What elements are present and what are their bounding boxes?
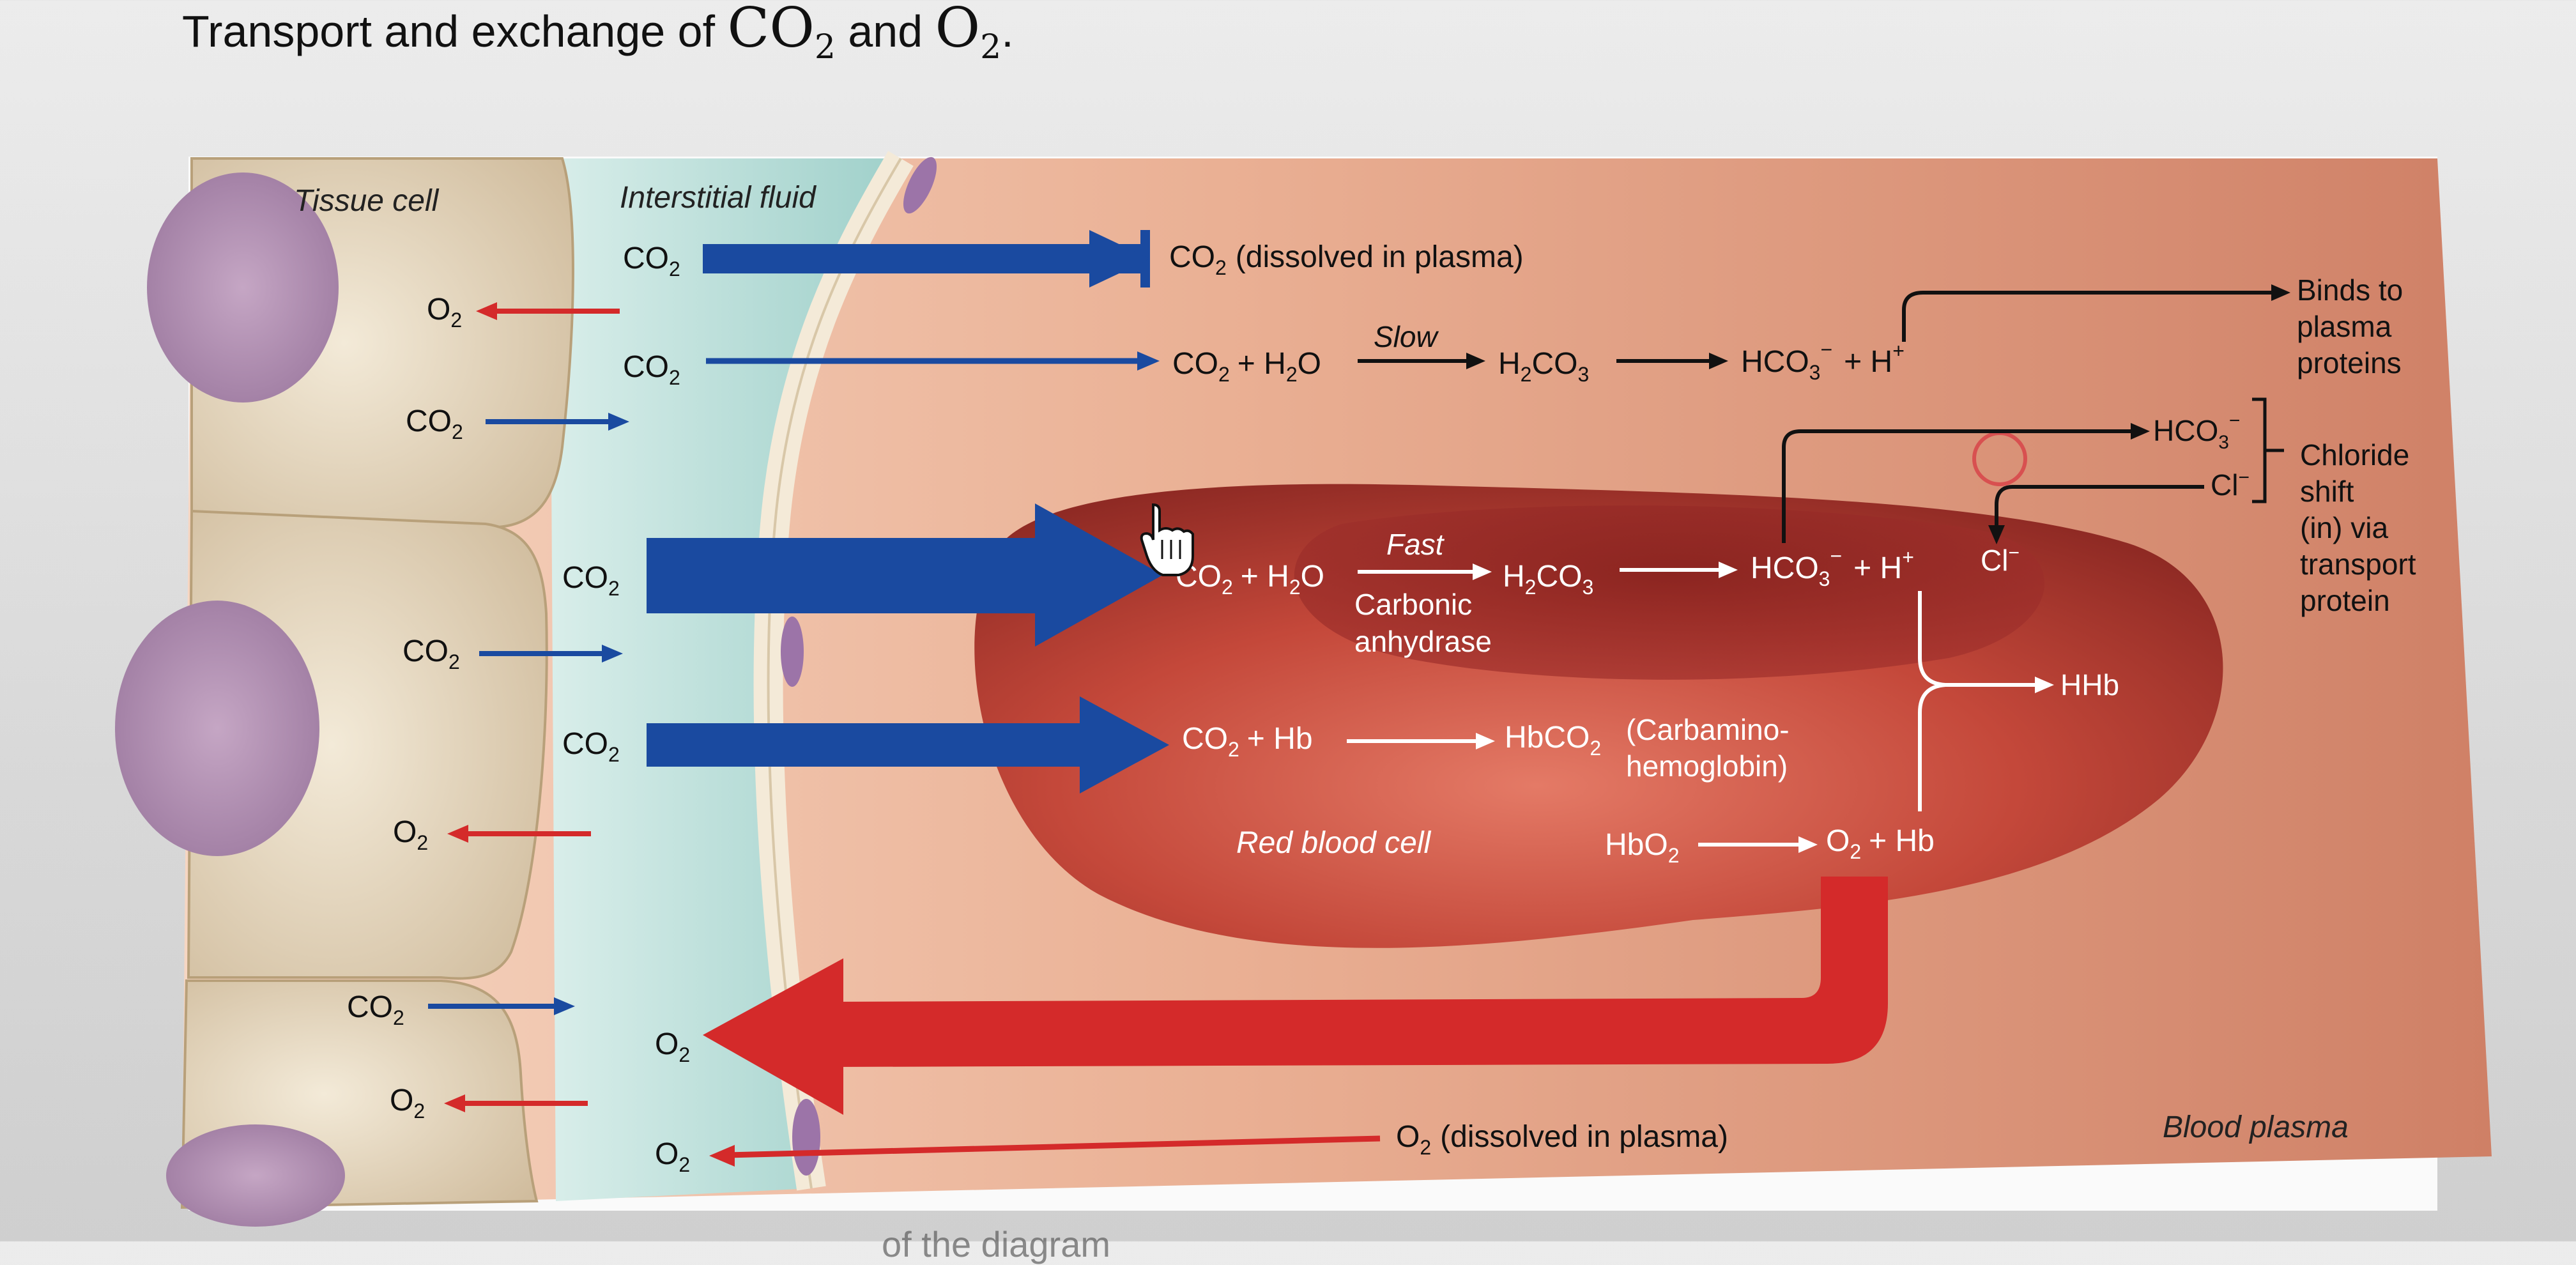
rbc-reactants: CO2+ H2O	[1176, 560, 1324, 599]
plasma-h2co3: H2CO3	[1498, 347, 1589, 386]
rbc-hco3-h: HCO3−+ H+	[1751, 544, 1914, 590]
label-blood-plasma: Blood plasma	[2163, 1110, 2349, 1144]
slow-label: Slow	[1374, 320, 1439, 353]
hbco2-label: HbCO2	[1505, 721, 1601, 760]
small-o2-arrows	[444, 302, 620, 1112]
o2-label: O2	[390, 1084, 425, 1123]
carbonic-anhydrase-label: Carbonic anhydrase	[1354, 588, 1492, 658]
carbamino-label: (Carbamino- hemoglobin)	[1626, 713, 1797, 783]
cl-in: Cl−	[2211, 467, 2250, 502]
binds-plasma-proteins: Binds to plasma proteins	[2297, 273, 2411, 379]
o2-label: O2	[427, 293, 462, 332]
fast-label: Fast	[1386, 528, 1445, 561]
chloride-shift-label: Chloride shift (in) via transport protei…	[2300, 438, 2424, 617]
hhb-label: HHb	[2060, 668, 2119, 702]
arrowhead	[1089, 230, 1150, 288]
plasma-hco3-h: HCO3−+ H+	[1741, 338, 1905, 384]
title-and: and	[848, 6, 923, 56]
co2-label: CO2	[623, 241, 680, 280]
plasma-reactants: CO2+ H2O	[1172, 347, 1321, 386]
label-interstitial-fluid: Interstitial fluid	[620, 181, 816, 215]
nucleus	[147, 172, 339, 402]
chloride-bracket	[2252, 397, 2284, 503]
title-prefix: Transport and exchange of	[182, 6, 716, 56]
co2-label: CO2	[562, 727, 620, 766]
rbc-h2co3: H2CO3	[1503, 560, 1593, 599]
co2-label: CO2	[562, 561, 620, 600]
label-tissue-cell: Tissue cell	[294, 184, 440, 218]
arrowhead	[1137, 351, 1160, 371]
o2-arrow-hemoglobin	[703, 877, 1888, 1115]
o2-dissolved-label: O2(dissolved in plasma)	[1396, 1120, 1728, 1159]
co2-label: CO2	[406, 404, 463, 443]
co2-label: CO2	[347, 990, 404, 1029]
o2-label: O2	[393, 815, 428, 854]
o2-hb-label: O2+ Hb	[1826, 824, 1935, 863]
plasma-reaction-arrows	[1358, 284, 2290, 544]
nucleus	[166, 1124, 345, 1227]
title-co2: CO2	[727, 0, 836, 67]
co2-arrow-rbc-hb	[647, 696, 1169, 793]
co2-label: CO2	[402, 634, 460, 673]
o2-label: O2	[655, 1027, 690, 1066]
o2-label: O2	[655, 1137, 690, 1176]
hand-pointer-icon[interactable]	[1140, 503, 1194, 576]
title-o2: O2	[935, 0, 1002, 67]
diagram-panel	[115, 151, 2492, 1227]
rbc-reaction-arrows	[1347, 562, 2054, 853]
red-blood-cell	[974, 484, 2223, 948]
co2-dissolved-label: CO2(dissolved in plasma)	[1169, 240, 1524, 279]
rbc-cl: Cl−	[1981, 542, 2020, 577]
tissue-cells	[115, 157, 574, 1227]
arrowhead	[709, 1145, 735, 1167]
bottom-caption: of the diagram	[882, 1224, 1110, 1264]
label-red-blood-cell: Red blood cell	[1236, 826, 1432, 860]
hco3-out: HCO3−	[2153, 410, 2240, 453]
title-suffix: .	[1001, 6, 1014, 56]
hbo2-label: HbO2	[1605, 828, 1680, 867]
o2-arrow-dissolved	[728, 1135, 1381, 1158]
co2-arrow-rbc-fast	[647, 503, 1163, 647]
page-title: Transport and exchange of CO2 and O2.	[182, 0, 1014, 66]
small-co2-arrows	[428, 413, 629, 1015]
co2-label: CO2	[623, 350, 680, 389]
nucleus	[115, 601, 319, 856]
rbc-co2-hb: CO2+ Hb	[1182, 722, 1313, 761]
